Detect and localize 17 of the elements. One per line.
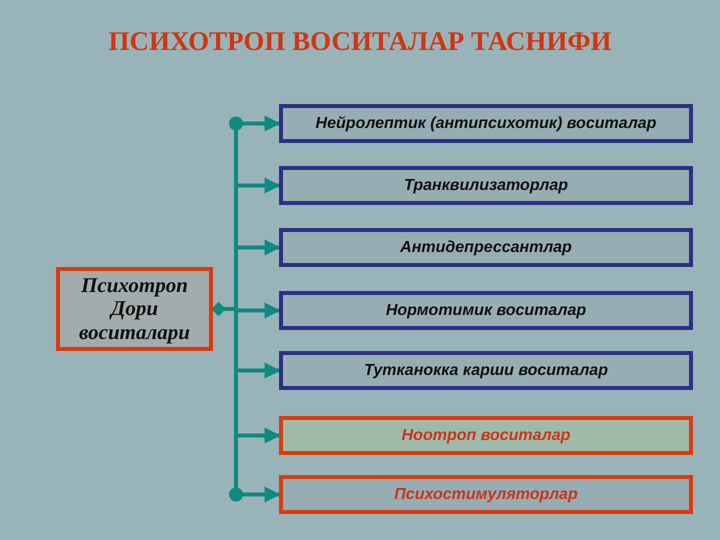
box-label: Ноотроп воситалар: [402, 426, 570, 444]
box-label: Психотроп Дори воситалари: [78, 274, 191, 344]
box-label: Тутканокка карши воситалар: [364, 362, 608, 380]
category-box: [279, 104, 693, 143]
box-label: Психостимуляторлар: [394, 486, 578, 504]
box-label: Антидепрессантлар: [400, 238, 572, 256]
box-label: Нормотимик воситалар: [386, 302, 586, 320]
category-box: [279, 416, 693, 455]
box-label: Транквилизаторлар: [404, 176, 568, 194]
source-box: [56, 267, 213, 351]
title: ПСИХОТРОП ВОСИТАЛАР ТАСНИФИ: [107, 26, 613, 57]
category-box: [279, 228, 693, 267]
category-box: [279, 351, 693, 390]
box-label: Нейролептик (антипсихотик) воситалар: [316, 114, 656, 132]
category-box: [279, 291, 693, 330]
category-box: [279, 166, 693, 205]
category-box: [279, 475, 693, 514]
